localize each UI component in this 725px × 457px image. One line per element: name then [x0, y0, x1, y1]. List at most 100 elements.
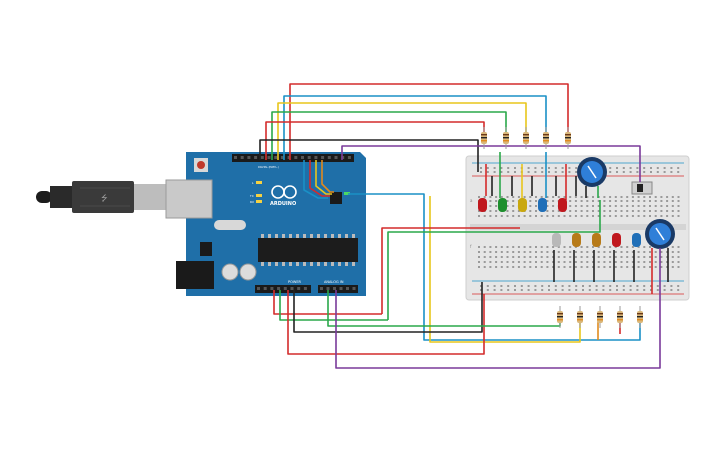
chip-leg [268, 262, 271, 266]
breadboard-hole [671, 196, 674, 198]
breadboard-hole [557, 210, 560, 212]
breadboard-hole [552, 246, 555, 248]
breadboard-hole [637, 210, 640, 212]
wire-purple [341, 145, 641, 182]
breadboard-hole [529, 266, 532, 268]
rail-hole [656, 167, 659, 169]
rail-hole [548, 289, 550, 291]
usb-plug-body [50, 186, 72, 208]
reset-button-cap[interactable] [197, 161, 205, 169]
breadboard-hole [597, 251, 600, 253]
resistor-band [523, 140, 529, 142]
breadboard-hole [620, 215, 623, 217]
breadboard-hole [666, 196, 669, 198]
rail-hole [595, 285, 598, 287]
rail-hole [677, 289, 680, 291]
chip-leg [261, 262, 264, 266]
breadboard-hole [677, 266, 680, 268]
breadboard-hole [614, 251, 617, 253]
breadboard-hole [506, 251, 509, 253]
rail-hole [480, 171, 482, 173]
chip-leg [345, 262, 348, 266]
rail-hole [534, 285, 537, 287]
breadboard-hole [552, 256, 555, 258]
breadboard-hole [489, 205, 492, 207]
breadboard-hole [626, 266, 629, 268]
breadboard-hole [506, 200, 509, 202]
breadboard-hole [597, 215, 600, 217]
rail-hole [595, 289, 598, 291]
breadboard-hole [677, 251, 680, 253]
breadboard-hole [535, 210, 537, 212]
potentiometer-top-indicator [587, 165, 597, 179]
rail-hole [677, 285, 680, 287]
breadboard-hole [557, 215, 560, 217]
breadboard-hole [580, 261, 583, 263]
rail-hole [643, 167, 646, 169]
rail-hole [500, 289, 503, 291]
breadboard-hole [614, 256, 617, 258]
breadboard-hole [557, 256, 560, 258]
breadboard-hole [540, 266, 543, 268]
breadboard-hole [523, 215, 526, 217]
resistor-band [577, 316, 583, 318]
breadboard-hole [649, 251, 651, 253]
rail-hole [534, 167, 537, 169]
slide-switch-toggle[interactable] [637, 184, 643, 192]
breadboard-hole [506, 210, 509, 212]
header-pin [303, 287, 307, 290]
breadboard-hole [597, 246, 600, 248]
breadboard-hole [500, 266, 503, 268]
rail-hole [643, 285, 646, 287]
rail-hole [582, 285, 584, 287]
breadboard-hole [626, 215, 629, 217]
breadboard-hole [557, 261, 560, 263]
voltage-regulator [200, 242, 212, 256]
breadboard-hole [546, 251, 549, 253]
breadboard-hole [666, 200, 669, 202]
breadboard-hole [563, 246, 566, 248]
rail-hole [554, 171, 557, 173]
breadboard-hole [489, 266, 492, 268]
rail-hole [616, 285, 618, 287]
header-pin [314, 156, 318, 159]
breadboard-hole [546, 215, 549, 217]
breadboard-hole [517, 256, 520, 258]
header-pin [270, 287, 274, 290]
breadboard-hole [637, 266, 640, 268]
breadboard-hole [535, 205, 537, 207]
breadboard-hole [495, 266, 498, 268]
analog-header [318, 285, 358, 293]
rail-hole [541, 285, 544, 287]
chip-leg [289, 234, 292, 238]
breadboard-hole [671, 256, 674, 258]
breadboard-hole [557, 251, 560, 253]
breadboard-hole [631, 210, 634, 212]
chip-leg [296, 234, 299, 238]
breadboard-hole [557, 246, 560, 248]
breadboard-hole [557, 266, 560, 268]
breadboard-hole [500, 246, 503, 248]
breadboard-hole [535, 251, 537, 253]
capacitor [239, 263, 257, 281]
breadboard-hole [580, 205, 583, 207]
breadboard-hole [620, 266, 623, 268]
breadboard-hole [495, 210, 498, 212]
breadboard-hole [660, 215, 663, 217]
breadboard-hole [552, 200, 555, 202]
breadboard-hole [506, 261, 509, 263]
breadboard-hole [517, 196, 520, 198]
breadboard-hole [660, 261, 663, 263]
arduino-uno: ⭍ ARDUINO DIGITAL (PWM~) POWER ANALOG IN [36, 152, 366, 296]
usb-cable [36, 191, 52, 203]
breadboard-hole [569, 266, 572, 268]
breadboard-hole [478, 246, 480, 248]
breadboard-hole [631, 215, 634, 217]
led-top [518, 198, 527, 212]
rail-hole [486, 171, 489, 173]
breadboard-hole [586, 261, 589, 263]
analog-label: ANALOG IN [324, 280, 344, 284]
header-pin [274, 156, 278, 159]
rail-hole [656, 289, 659, 291]
